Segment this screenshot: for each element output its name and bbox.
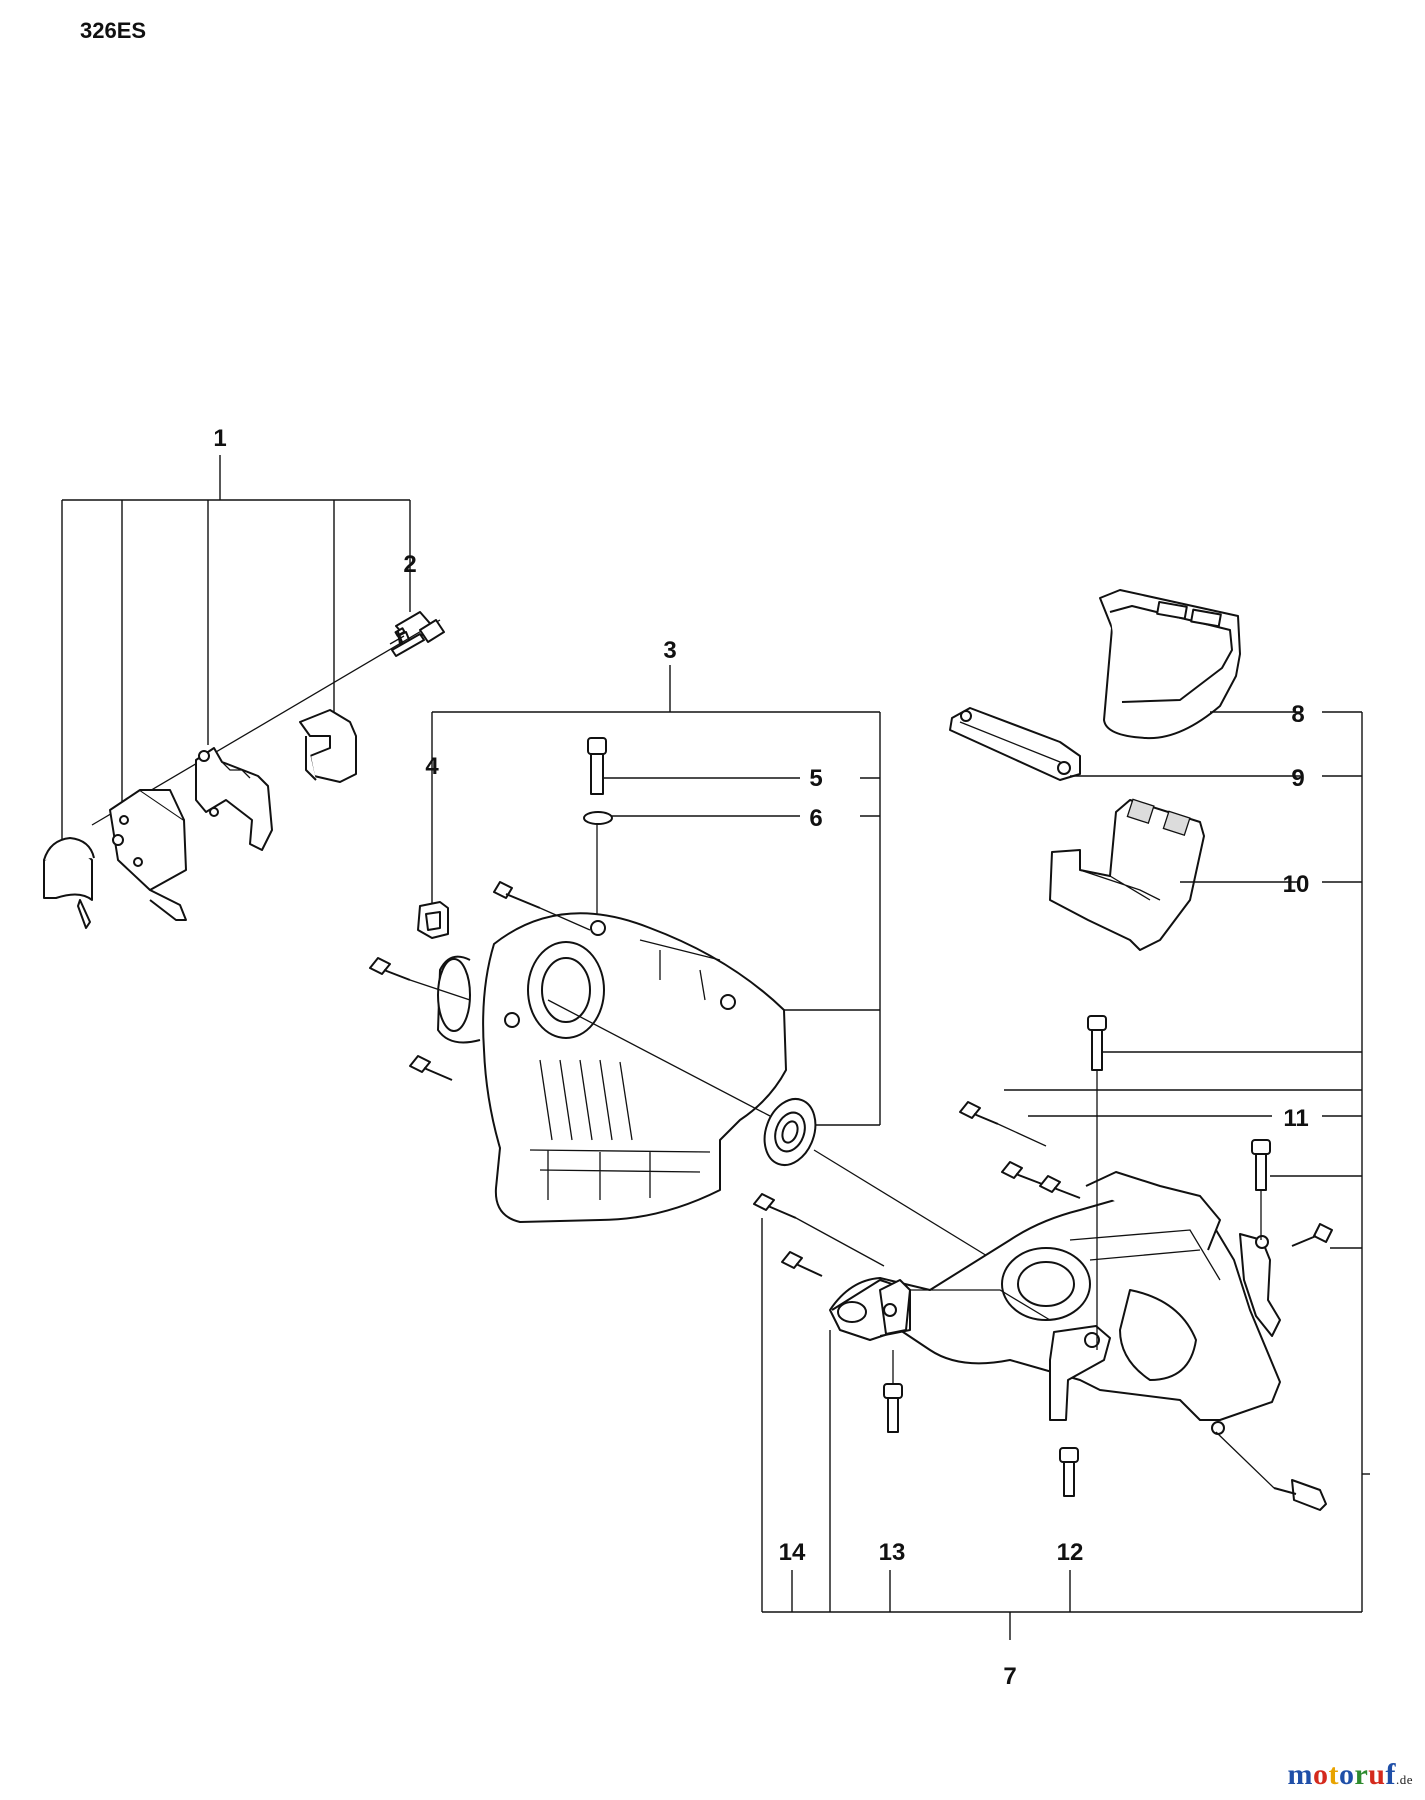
callout-6: 6 — [809, 805, 822, 832]
watermark-letter: o — [1338, 1758, 1355, 1791]
screw-part-14-upper — [753, 1193, 885, 1267]
callout-3: 3 — [663, 637, 676, 664]
watermark-suffix: .de — [1395, 1772, 1413, 1787]
watermark-letter: u — [1368, 1758, 1386, 1791]
gasket-part-9 — [949, 707, 1300, 781]
callout-8: 8 — [1291, 701, 1304, 728]
callout-group-7 — [761, 711, 1370, 1640]
callout-7: 7 — [1003, 1663, 1016, 1690]
screw-part-5 — [587, 737, 607, 930]
gasket-part-4 — [417, 901, 449, 939]
cover-part-10 — [1049, 798, 1300, 951]
screw-part-14 — [781, 1251, 823, 1277]
screw-vertical-top — [1087, 1015, 1107, 1350]
bolt-part-2 — [391, 619, 445, 657]
callout-group-3 — [431, 665, 881, 1126]
crankcase-half-2 — [829, 1171, 1281, 1435]
callout-9: 9 — [1291, 765, 1304, 792]
screw-set-crankcase — [369, 881, 591, 1081]
callout-4: 4 — [425, 753, 439, 780]
callout-14: 14 — [779, 1539, 806, 1566]
screw-part-13 — [883, 1350, 903, 1433]
watermark-letter: f — [1385, 1758, 1396, 1791]
callout-13: 13 — [879, 1539, 906, 1566]
screw-part-11-b — [1001, 1161, 1081, 1199]
model-title: 326ES — [80, 18, 147, 43]
watermark-letter: m — [1287, 1758, 1313, 1791]
bearing-housing — [109, 789, 187, 921]
callout-5: 5 — [809, 765, 822, 792]
watermark-letter: o — [1312, 1758, 1329, 1791]
screw-vertical-right — [1251, 1139, 1271, 1240]
watermark-logo: motoruf.de — [1287, 1758, 1413, 1792]
screw-part-12 — [1059, 1447, 1079, 1497]
callout-1: 1 — [213, 425, 226, 452]
shield-piece-a — [43, 837, 95, 929]
crankcase-half — [437, 912, 787, 1223]
callout-11: 11 — [1283, 1105, 1308, 1132]
seal-ring — [763, 1098, 1011, 1271]
cover-part-8 — [1099, 589, 1300, 740]
watermark-letter: t — [1328, 1758, 1339, 1791]
screw-bottom-right — [1215, 1431, 1327, 1511]
screw-part-11-a — [959, 1101, 1047, 1147]
shield-piece-b — [299, 709, 357, 783]
watermark-letters: motoruf — [1287, 1758, 1396, 1791]
ring-part-6 — [583, 811, 613, 825]
clamp-part — [195, 747, 273, 851]
watermark-letter: r — [1354, 1758, 1369, 1791]
callout-10: 10 — [1283, 871, 1310, 898]
callout-2: 2 — [403, 551, 416, 578]
callout-12: 12 — [1057, 1539, 1084, 1566]
screw-right-side — [1291, 1223, 1333, 1247]
callout-group-1 — [61, 455, 411, 860]
